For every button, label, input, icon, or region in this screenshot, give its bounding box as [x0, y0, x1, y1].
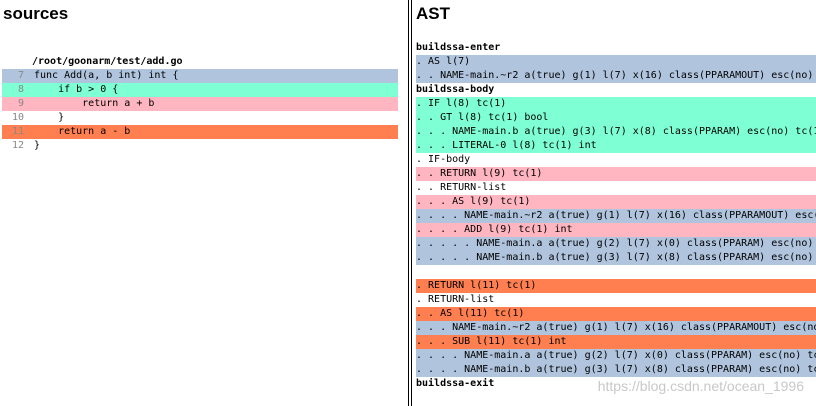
ast-node-line[interactable]: . IF-body — [416, 154, 471, 165]
ast-node-line[interactable]: . . . . NAME-main.a a(true) g(2) l(7) x(… — [416, 349, 816, 363]
line-number: 7 — [17, 70, 24, 81]
ast-node-line[interactable]: . RETURN l(11) tc(1) — [416, 279, 816, 293]
source-line[interactable]: 11 return a - b — [2, 125, 398, 139]
ast-node-line[interactable]: . IF l(8) tc(1) — [416, 97, 816, 111]
line-number: 10 — [11, 112, 24, 123]
ast-section-label[interactable]: buildssa-exit — [416, 378, 495, 389]
ast-node-line[interactable]: . . . . NAME-main.~r2 a(true) g(1) l(7) … — [416, 209, 816, 223]
ast-pane: AST buildssa-enter . AS l(7). . NAME-main… — [414, 0, 816, 406]
source-line[interactable]: 7 func Add(a, b int) int { — [2, 69, 398, 83]
pane-divider — [408, 0, 409, 406]
ast-node-line[interactable]: . . . AS l(9) tc(1) — [416, 195, 816, 209]
source-code: } — [34, 140, 41, 151]
ast-node-line[interactable]: . . . NAME-main.~r2 a(true) g(1) l(7) x(… — [416, 321, 816, 335]
source-code: func Add(a, b int) int { — [34, 70, 179, 81]
sources-heading: sources — [3, 4, 69, 23]
line-number: 9 — [17, 98, 24, 109]
ast-node-line[interactable]: . . RETURN l(9) tc(1) — [416, 167, 816, 181]
ast-node-line[interactable]: . . . LITERAL-0 l(8) tc(1) int — [416, 139, 816, 153]
ast-node-line[interactable]: . . RETURN-list — [416, 182, 507, 193]
source-code: } — [34, 112, 65, 123]
ast-node-line[interactable]: . . . . ADD l(9) tc(1) int — [416, 223, 816, 237]
ast-node-line[interactable]: . . AS l(11) tc(1) — [416, 307, 816, 321]
source-code: return a - b — [34, 126, 131, 137]
source-code: return a + b — [34, 98, 155, 109]
ast-section-label[interactable]: buildssa-enter — [416, 42, 501, 53]
line-number: 8 — [17, 84, 24, 95]
ast-node-line[interactable]: . . GT l(8) tc(1) bool — [416, 111, 816, 125]
ast-node-line[interactable] — [416, 265, 816, 279]
line-number: 11 — [11, 126, 24, 137]
ast-node-line[interactable]: . RETURN-list — [416, 294, 495, 305]
watermark: https://blog.csdn.net/ocean_1996 — [597, 378, 804, 394]
source-line[interactable]: 10 } — [2, 111, 398, 125]
line-number: 12 — [11, 140, 24, 151]
sources-pane: sources /root/goonarm/test/add.go 7 func … — [0, 0, 407, 406]
source-line[interactable]: 9 return a + b — [2, 97, 398, 111]
ast-lines: buildssa-enter . AS l(7). . NAME-main.~r2… — [416, 41, 816, 391]
ast-section-label[interactable]: buildssa-body — [416, 84, 495, 95]
ast-node-line[interactable]: . AS l(7) — [416, 55, 816, 69]
source-line[interactable]: 12} — [2, 139, 398, 153]
ast-node-line[interactable]: . . . SUB l(11) tc(1) int — [416, 335, 816, 349]
pane-divider — [411, 0, 412, 406]
source-file-path: /root/goonarm/test/add.go — [32, 56, 183, 67]
source-code: if b > 0 { — [34, 84, 119, 95]
ast-node-line[interactable]: . . . . NAME-main.b a(true) g(3) l(7) x(… — [416, 363, 816, 377]
ast-node-line[interactable]: . . . . . NAME-main.a a(true) g(2) l(7) … — [416, 237, 816, 251]
ast-node-line[interactable]: . . . . . NAME-main.b a(true) g(3) l(7) … — [416, 251, 816, 265]
ast-node-line[interactable]: . . . NAME-main.b a(true) g(3) l(7) x(8)… — [416, 125, 816, 139]
ast-heading: AST — [416, 4, 450, 23]
source-line[interactable]: 8 if b > 0 { — [2, 83, 398, 97]
ast-node-line[interactable]: . . NAME-main.~r2 a(true) g(1) l(7) x(16… — [416, 69, 816, 83]
